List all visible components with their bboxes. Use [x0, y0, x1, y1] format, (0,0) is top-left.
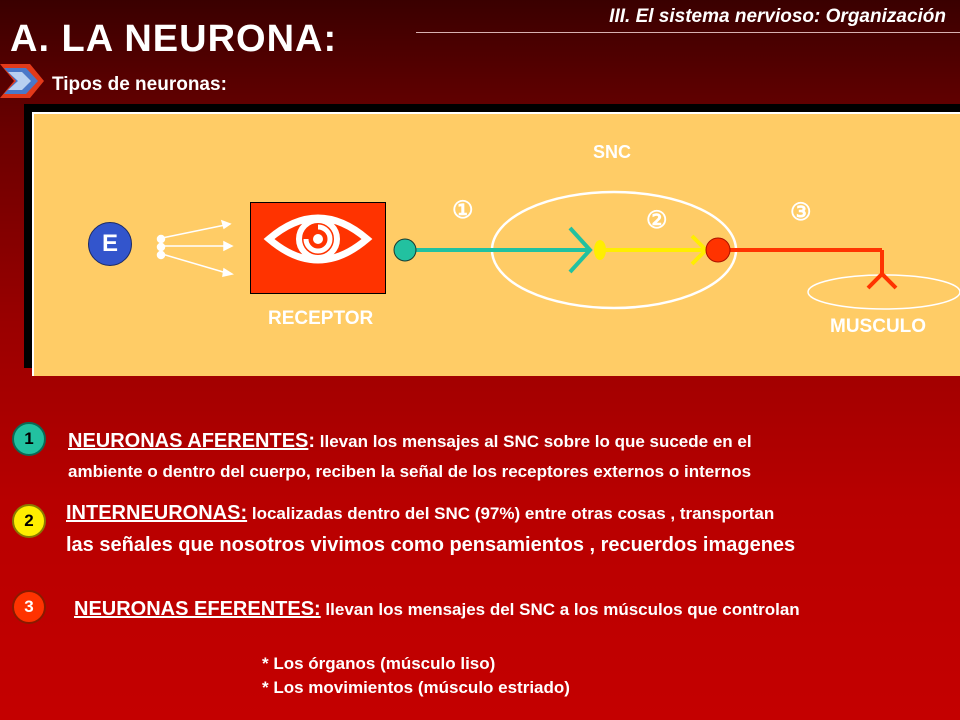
- item-1-separator: :: [308, 430, 316, 452]
- efferent-neuron: [705, 237, 898, 290]
- item-number-circle-2: 2: [12, 504, 46, 538]
- item-3-heading: NEURONAS EFERENTES:: [74, 598, 321, 620]
- item-2-text-line-1: localizadas dentro del SNC (97%) entre o…: [247, 504, 775, 523]
- reflex-arc-diagram: [156, 190, 960, 310]
- muscle-label: MUSCULO: [830, 316, 927, 337]
- marker-interneuron: ②: [646, 207, 668, 234]
- item-1-heading: NEURONAS AFERENTES: [68, 430, 309, 452]
- arrow-bullet-icon: [0, 64, 44, 98]
- diagram-panel: E SNC RECEPTOR MUSCULO ① ② ③: [32, 112, 960, 376]
- item-2-heading: INTERNEURONAS:: [66, 502, 248, 524]
- marker-efferent: ③: [790, 199, 812, 226]
- item-number-circle-3: 3: [12, 590, 46, 624]
- section-heading: Tipos de neuronas:: [52, 74, 227, 95]
- subtitle-divider: [416, 32, 960, 33]
- item-1-text-line-2: ambiente o dentro del cuerpo, reciben la…: [68, 462, 752, 481]
- item-2-line-1: INTERNEURONAS: localizadas dentro del SN…: [66, 502, 774, 525]
- interneuron: [594, 234, 709, 266]
- stimulus-arrows: [156, 219, 234, 277]
- item-3-line-1: NEURONAS EFERENTES: llevan los mensajes …: [74, 598, 800, 621]
- stimulus-circle: E: [88, 222, 132, 266]
- afferent-neuron: [393, 226, 593, 274]
- note-organs: * Los órganos (músculo liso): [262, 654, 496, 673]
- note-movements: * Los movimientos (músculo estriado): [262, 678, 570, 697]
- item-3-text-line-1: llevan los mensajes del SNC a los múscul…: [320, 600, 800, 619]
- slide-subtitle: III. El sistema nervioso: Organización: [609, 6, 946, 27]
- marker-afferent: ①: [452, 197, 474, 224]
- snc-label: SNC: [593, 142, 632, 162]
- receptor-label: RECEPTOR: [268, 308, 374, 329]
- muscle-ellipse: [807, 274, 960, 310]
- item-1-text-line-1: llevan los mensajes al SNC sobre lo que …: [315, 432, 752, 451]
- stimulus-label: E: [101, 230, 118, 257]
- item-2-text-line-2: las señales que nosotros vivimos como pe…: [66, 534, 796, 556]
- receptor-box: [250, 202, 386, 294]
- item-1-line-1: NEURONAS AFERENTES: llevan los mensajes …: [68, 430, 752, 453]
- eye-icon: [263, 214, 373, 264]
- item-number-circle-1: 1: [12, 422, 46, 456]
- slide-title: A. LA NEURONA:: [10, 18, 338, 60]
